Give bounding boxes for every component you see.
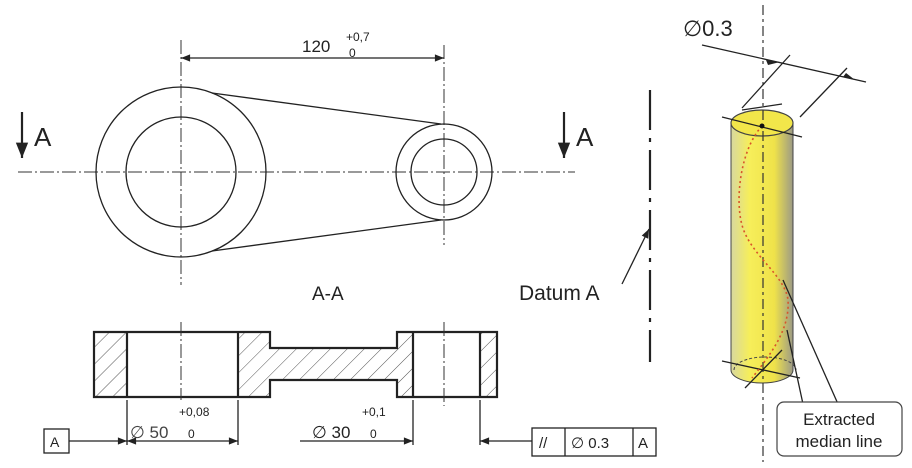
dimension-50: ∅ 50	[130, 423, 168, 442]
callout-line2: median line	[796, 432, 883, 451]
section-title: A-A	[312, 284, 344, 305]
dimension-30: ∅ 30	[312, 423, 350, 442]
callout-box	[776, 401, 903, 457]
large-bore	[125, 116, 237, 228]
fcf-datum: A	[638, 435, 648, 452]
datum-label: Datum A	[519, 282, 600, 305]
datum-box-label: A	[50, 434, 60, 450]
tol-lower: 0	[349, 46, 356, 60]
parallelism-symbol: //	[539, 435, 548, 452]
web-edge-top	[211, 92, 442, 125]
large-boss-outer	[95, 86, 267, 258]
cylinder-tolerance: ∅0.3	[683, 16, 733, 41]
callout-line1: Extracted	[803, 410, 875, 429]
dimension-120: 120	[302, 37, 330, 56]
cylinder-top	[730, 109, 794, 137]
dim30-tol-upper: +0,1	[362, 405, 386, 419]
tolerance-dimension-line	[701, 44, 867, 83]
section-outline	[92, 330, 499, 399]
section-label-left: A	[34, 122, 52, 152]
fcf-tolerance: ∅ 0.3	[571, 435, 609, 452]
feature-control-frame: // ∅ 0.3 A	[531, 427, 657, 457]
section-label-right: A	[576, 122, 594, 152]
tol-upper: +0,7	[346, 30, 370, 44]
dim50-tol-upper: +0,08	[179, 405, 210, 419]
top-view: 120 +0,7 0 A A	[15, 30, 594, 285]
dim30-tol-lower: 0	[370, 427, 377, 441]
datum-leader	[621, 228, 650, 285]
small-boss-outer	[395, 123, 493, 221]
extracted-median-line	[738, 125, 789, 379]
small-bore	[410, 138, 478, 206]
dim50-tol-lower: 0	[188, 427, 195, 441]
web-edge-bottom	[211, 219, 442, 252]
cylinder-illustration: ∅0.3 Extracted median line	[683, 5, 903, 462]
